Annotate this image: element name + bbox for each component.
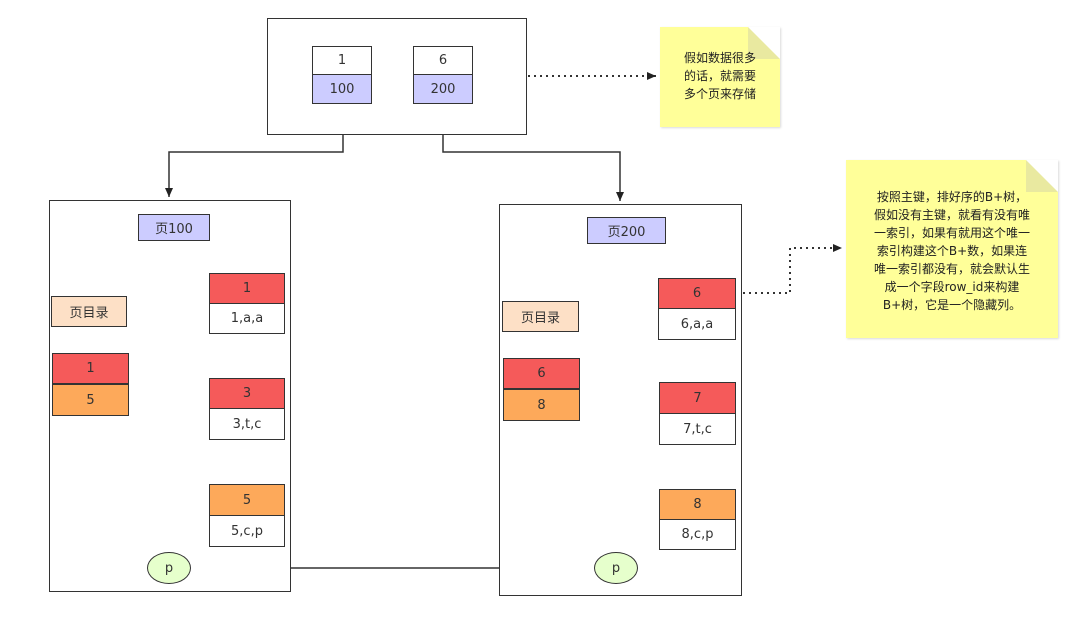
root-pointer-200: 200: [413, 74, 473, 104]
page-100-dir-slot-1: 1: [52, 353, 129, 384]
page-200-directory-label: 页目录: [502, 301, 579, 332]
edge-rec6-to-note: [737, 244, 842, 294]
root-node: [267, 18, 527, 135]
note-primary-key-btree: 按照主键，排好序的B+树， 假如没有主键，就看有没有唯 一索引，如果有就用这个唯…: [846, 160, 1058, 338]
page-200-dir-slot-8: 8: [503, 389, 580, 421]
note-primary-key-btree-text: 按照主键，排好序的B+树， 假如没有主键，就看有没有唯 一索引，如果有就用这个唯…: [873, 190, 1030, 312]
page-200-record-6-data: 6,a,a: [658, 308, 736, 340]
page-100-record-3-data: 3,t,c: [209, 408, 285, 440]
root-pointer-100: 100: [312, 74, 372, 104]
page-200-record-8-key: 8: [659, 489, 736, 520]
page-200-dir-slot-6: 6: [503, 358, 580, 389]
page-100-record-3-key: 3: [209, 378, 285, 409]
page-200-record-8-data: 8,c,p: [659, 519, 736, 550]
note-multi-page-text: 假如数据很多 的话，就需要 多个页来存储: [683, 51, 756, 101]
root-key-6: 6: [413, 46, 473, 75]
page-200-record-7-key: 7: [659, 382, 736, 414]
page-100-next-pointer: p: [147, 552, 191, 584]
page-200-title: 页200: [587, 217, 666, 244]
root-key-1: 1: [312, 46, 372, 75]
page-100-record-5-key: 5: [209, 484, 285, 516]
page-100-record-1-data: 1,a,a: [209, 303, 285, 334]
page-100-record-1-key: 1: [209, 273, 285, 304]
note-multi-page: 假如数据很多 的话，就需要 多个页来存储: [660, 27, 780, 127]
page-200-record-7-data: 7,t,c: [659, 413, 736, 445]
page-100-dir-slot-5: 5: [52, 384, 129, 416]
page-100-title: 页100: [138, 214, 210, 241]
page-100-record-5-data: 5,c,p: [209, 515, 285, 547]
page-200-prev-pointer: p: [594, 552, 638, 584]
note-fold-corner: [748, 27, 780, 59]
note-fold-corner: [1026, 160, 1058, 192]
page-200-record-6-key: 6: [658, 278, 736, 309]
page-100-directory-label: 页目录: [51, 296, 127, 327]
